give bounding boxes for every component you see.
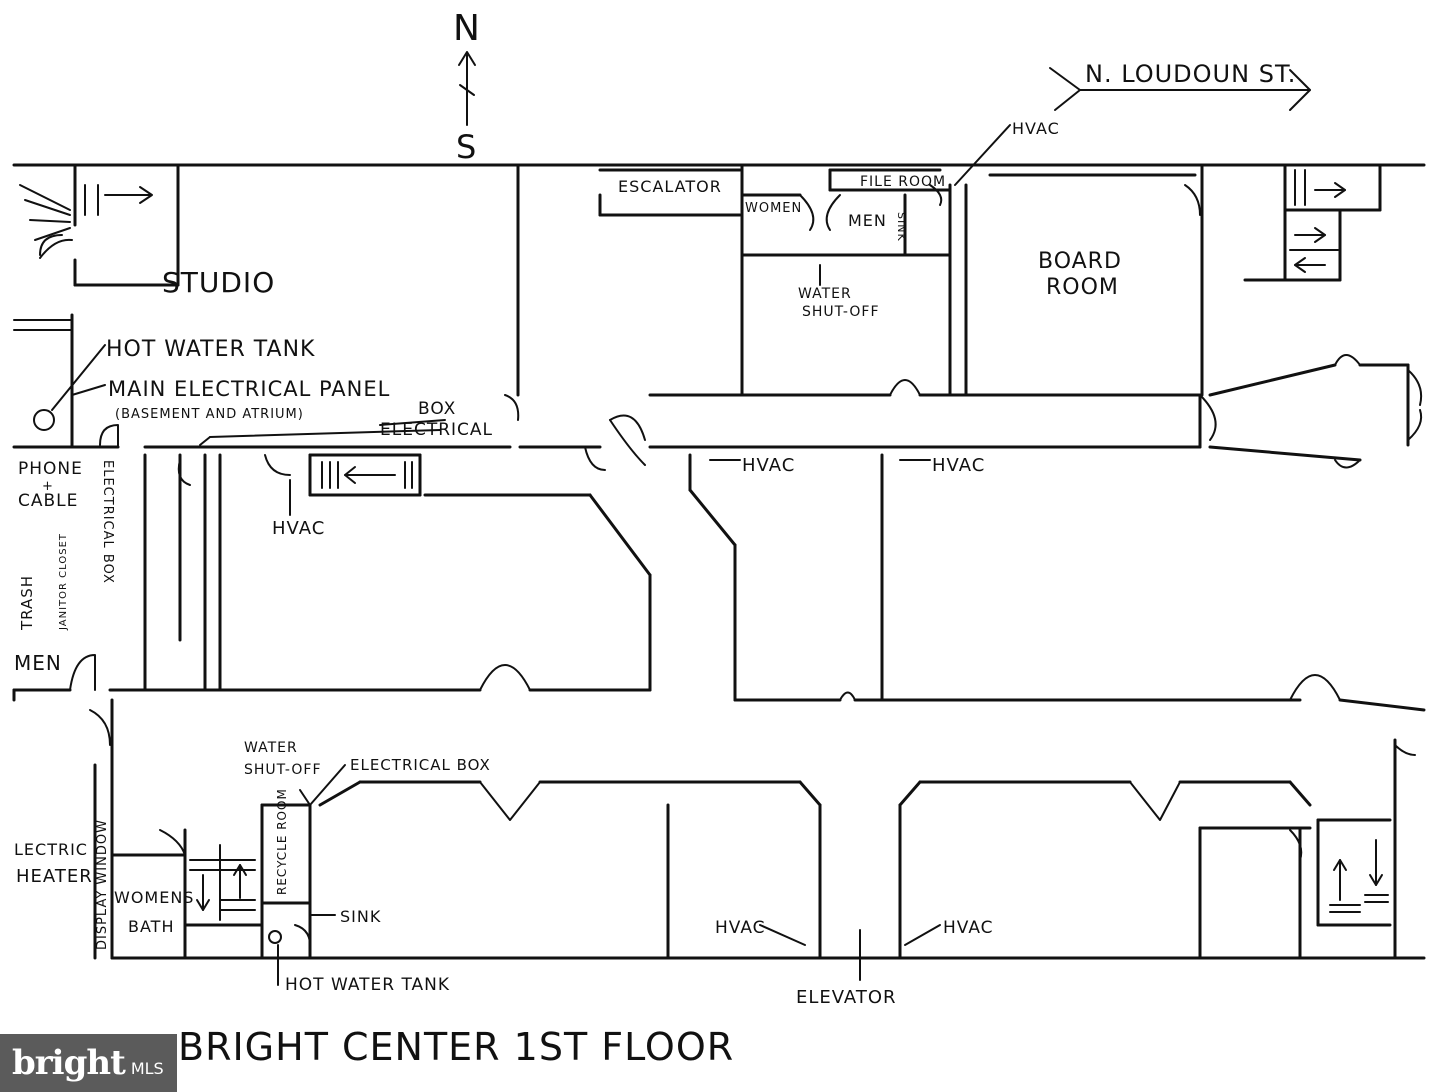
men-top-label: MEN [848,211,887,230]
upper-corridor-walls [12,363,1410,462]
brand-suffix: MLS [130,1058,164,1078]
file-room-label: FILE ROOM [860,174,946,190]
board-room-label-2: ROOM [1046,275,1119,300]
board-room-label-1: BOARD [1038,249,1122,274]
phone-cable-label-1: PHONE [18,459,83,479]
elevator-label: ELEVATOR [796,987,897,1008]
sink-top-label: SINK [895,212,908,242]
street-arrow [1049,67,1311,111]
compass-south: S [456,128,477,166]
room-studio: STUDIO [162,266,275,299]
janitor-closet-label: JANITOR CLOSET [58,533,69,631]
display-window-label: DISPLAY WINDOW [95,819,110,950]
basement-atrium-label: (BASEMENT AND ATRIUM) [115,407,304,422]
partition-walls [516,163,1204,397]
hvac-label-5: HVAC [943,918,994,938]
doors [39,184,1423,951]
sink-bottom-label: SINK [340,907,381,926]
hvac-label-2: HVAC [932,455,985,476]
brand-name: bright [12,1043,126,1083]
lower-rooms [93,698,1397,960]
hot-water-tank-top-label: HOT WATER TANK [106,337,315,362]
womens-bath-label-1: WOMENS [114,888,194,907]
electrical-box-bottom-label: ELECTRICAL BOX [350,756,491,774]
water-shutoff-top-2: SHUT-OFF [802,304,880,320]
hvac-label-1: HVAC [742,455,795,476]
brand-logo: bright MLS [0,1034,177,1092]
northeast-stair [1243,163,1382,282]
electrical-box-left-label: ELECTRICAL BOX [100,460,115,584]
hvac-label-3: HVAC [272,518,325,539]
women-top-label: WOMEN [745,201,802,216]
phone-cable-label-2: + [42,479,54,494]
building-outline [12,163,1426,960]
phone-cable-label-3: CABLE [18,491,78,511]
main-electrical-panel-label: MAIN ELECTRICAL PANEL [108,377,390,401]
lower-corridor-walls [12,688,1426,807]
hot-water-tank-bottom-label: HOT WATER TANK [285,975,450,995]
box-electrical-label-1: BOX [418,399,456,419]
studio-room [13,163,180,449]
hvac-label-4: HVAC [715,918,766,938]
compass-north: N [453,8,481,49]
water-shutoff-bottom-1: WATER [244,740,298,756]
box-electrical-label-2: ELECTRICAL [380,420,493,440]
north-arrow [458,51,476,126]
water-shutoff-top-1: WATER [798,286,852,302]
floor-plan-title: BRIGHT CENTER 1ST FLOOR [178,1025,734,1069]
labels: N S N. LOUDOUN ST. STUDIO BOARD ROOM FIL… [14,8,1296,1069]
street-name: N. LOUDOUN ST. [1085,60,1296,88]
trash-label: TRASH [18,575,36,631]
men-left-label: MEN [14,651,62,675]
water-shutoff-bottom-2: SHUT-OFF [244,762,322,778]
electric-heater-label-2: HEATER [16,866,93,887]
recycle-room-label: RECYCLE ROOM [275,788,289,895]
electric-heater-label-1: LECTRIC [14,840,88,859]
leader-lines [51,124,1011,986]
womens-bath-label-2: BATH [128,917,174,936]
middle-rooms [143,453,884,702]
hvac-file-room-label: HVAC [1012,119,1060,138]
escalator-label: ESCALATOR [618,177,722,196]
